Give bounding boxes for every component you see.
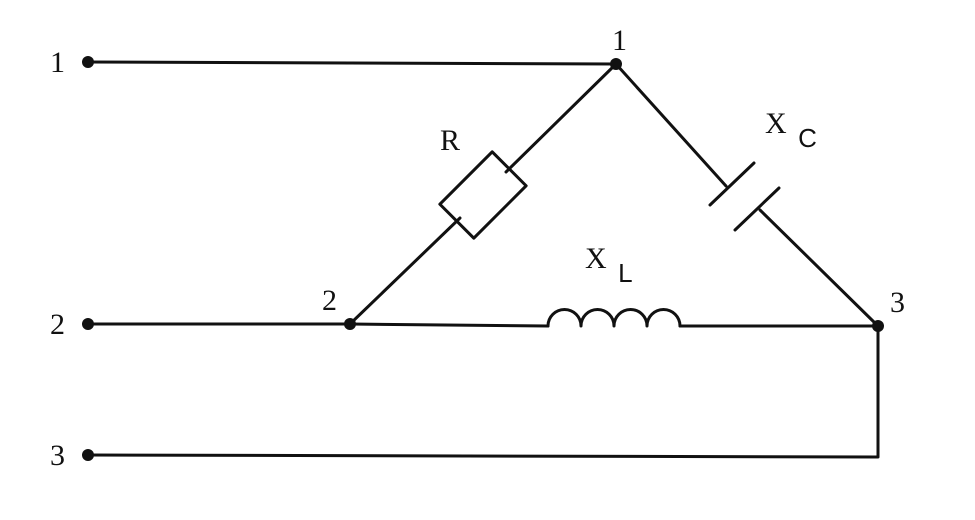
capacitor-label: X C: [765, 107, 817, 153]
node-3-label: 3: [890, 286, 905, 319]
terminal-3-dot: [82, 449, 94, 461]
inductor-xl: [546, 308, 682, 328]
inductor-label: X L: [585, 242, 633, 288]
wire-1-3-upper: [614, 62, 728, 188]
wire-1-2-upper: [504, 62, 618, 174]
terminal-1-dot: [82, 56, 94, 68]
capacitor-plate-2: [733, 186, 781, 232]
node-3-dot: [872, 320, 884, 332]
terminal-3-label: 3: [50, 439, 65, 472]
node-1-label: 1: [612, 24, 627, 57]
wire-2-3-left: [348, 322, 550, 328]
inductor-symbol: X: [585, 242, 607, 275]
terminal-1-label: 1: [50, 46, 65, 79]
line-1: [86, 60, 618, 66]
node-2-dot: [344, 318, 356, 330]
terminal-2-dot: [82, 318, 94, 330]
line-3: [86, 324, 880, 459]
terminal-2-label: 2: [50, 308, 65, 341]
wire-1-3-lower: [758, 208, 880, 328]
wire-1-2-lower: [348, 216, 462, 326]
resistor-label: R: [440, 124, 460, 157]
node-1-dot: [610, 58, 622, 70]
node-2-label: 2: [322, 284, 337, 317]
capacitor-subscript: C: [798, 123, 817, 153]
capacitor-symbol: X: [765, 107, 787, 140]
inductor-subscript: L: [618, 258, 632, 288]
capacitor-plate-1: [708, 161, 756, 207]
